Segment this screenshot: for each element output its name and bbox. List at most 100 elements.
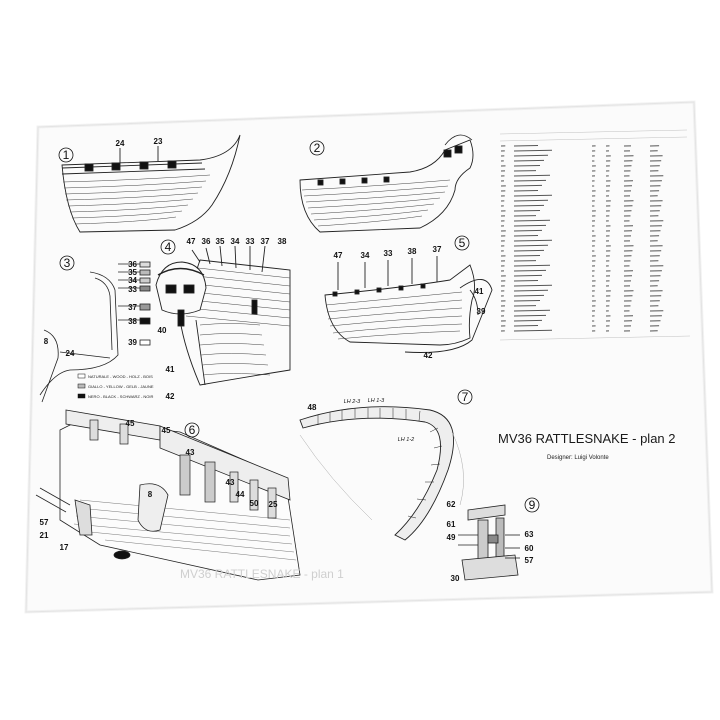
- figure-number-3: 3: [64, 256, 71, 270]
- table-row-mark: [513, 329, 553, 332]
- figure-2-labels: 2: [309, 140, 325, 156]
- table-row-mark: [513, 319, 543, 322]
- part-label: 43: [226, 478, 235, 487]
- part-label: 47: [187, 237, 196, 246]
- part-label: 44: [236, 490, 245, 499]
- table-row-mark: [513, 204, 545, 207]
- figure-1-labels: 1 24 23: [58, 137, 163, 163]
- part-label: 42: [424, 351, 433, 360]
- figure-4-stern-detail: [155, 245, 291, 386]
- part-label: 47: [334, 251, 343, 260]
- table-row-mark: [513, 199, 549, 202]
- part-label: 60: [525, 544, 534, 553]
- ghost-title: MV36 RATTLESNAKE - plan 1: [180, 567, 344, 581]
- part-label: 45: [126, 419, 135, 428]
- figure-number-2: 2: [314, 141, 321, 155]
- table-row-mark: [513, 274, 543, 277]
- part-label: 34: [128, 276, 137, 285]
- part-label: 48: [308, 403, 317, 412]
- parts-list-table: [499, 129, 691, 341]
- figure-number-7: 7: [462, 390, 469, 404]
- part-label: LH 1-2: [398, 437, 415, 443]
- legend-item: GIALLO - YELLOW - GELB - JAUNE: [88, 384, 154, 389]
- part-label: 23: [154, 137, 163, 146]
- part-label: 21: [40, 531, 49, 540]
- part-label: 24: [116, 139, 125, 148]
- part-label: 62: [447, 500, 456, 509]
- table-row-mark: [513, 325, 539, 327]
- figure-7-labels: 7 48 LH 2-3 LH 1-3 LH 1-2: [308, 389, 473, 443]
- table-row-mark: [513, 210, 541, 212]
- figure-5-labels: 5 47 34 33 38 37 41 39 42: [334, 235, 486, 360]
- figure-number-9: 9: [529, 498, 536, 512]
- table-row-mark: [513, 294, 545, 297]
- title-block: MV36 RATTLESNAKE - plan 2 Designer: Luig…: [498, 431, 676, 461]
- part-label: 35: [216, 237, 225, 246]
- part-label: 41: [166, 365, 175, 374]
- part-label: 38: [278, 237, 287, 246]
- table-row-mark: [513, 190, 539, 192]
- part-label: 63: [525, 530, 534, 539]
- table-row-mark: [513, 289, 549, 292]
- table-row-mark: [513, 149, 553, 152]
- part-label: 25: [269, 500, 278, 509]
- table-row-mark: [513, 179, 547, 182]
- table-row-mark: [513, 219, 551, 222]
- table-row-mark: [513, 165, 541, 167]
- part-label: 36: [202, 237, 211, 246]
- part-label: 42: [166, 392, 175, 401]
- table-row-mark: [513, 184, 543, 187]
- table-row-mark: [513, 255, 541, 257]
- part-label: 37: [128, 303, 137, 312]
- table-row-mark: [513, 159, 545, 162]
- part-label: 24: [66, 349, 75, 358]
- figure-1-stern-quarter: [61, 134, 241, 233]
- figure-6-deck-bulwark: [35, 409, 301, 581]
- figure-6-labels: 6 45 45 43 43 44 50 25 8 57 21 17: [40, 419, 278, 552]
- figure-number-5: 5: [459, 236, 466, 250]
- table-row-mark: [513, 264, 551, 267]
- table-row-mark: [513, 154, 549, 157]
- part-label: 49: [447, 533, 456, 542]
- color-legend: NATURALE - WOOD - HOLZ - BOIS GIALLO - Y…: [77, 373, 154, 399]
- table-row-mark: [513, 224, 547, 227]
- figure-number-6: 6: [189, 423, 196, 437]
- part-label: 8: [148, 490, 153, 499]
- part-label: 39: [128, 338, 137, 347]
- figure-9-bitt-assembly: [458, 504, 520, 581]
- figure-5-bow-profile: [324, 256, 493, 353]
- table-row-mark: [513, 235, 539, 237]
- part-label: 57: [40, 518, 49, 527]
- part-label: 40: [158, 326, 167, 335]
- part-label: 36: [128, 260, 137, 269]
- part-label: 43: [186, 448, 195, 457]
- table-row-mark: [513, 244, 549, 247]
- table-row-mark: [513, 269, 547, 272]
- table-row-mark: [513, 249, 545, 252]
- figure-7-frame-piece: [299, 406, 464, 541]
- table-row-mark: [513, 309, 551, 312]
- part-label: 30: [451, 574, 460, 583]
- part-label: LH 1-3: [368, 398, 385, 404]
- table-row-mark: [513, 145, 539, 147]
- part-label: 17: [60, 543, 69, 552]
- table-row-mark: [513, 284, 553, 287]
- part-label: 34: [361, 251, 370, 260]
- part-label: 50: [250, 499, 259, 508]
- table-row-mark: [513, 280, 539, 282]
- part-label: 33: [128, 285, 137, 294]
- figure-number-1: 1: [63, 148, 70, 162]
- part-label: 33: [384, 249, 393, 258]
- part-label: 41: [475, 287, 484, 296]
- part-label: 38: [408, 247, 417, 256]
- part-label: 37: [261, 237, 270, 246]
- figure-2-bow-quarter: [299, 134, 474, 233]
- part-label: 57: [525, 556, 534, 565]
- table-row-mark: [513, 174, 551, 177]
- plan-title: MV36 RATTLESNAKE - plan 2: [498, 431, 676, 446]
- legend-item: NATURALE - WOOD - HOLZ - BOIS: [88, 374, 153, 379]
- figure-3-labels: 3 36 35 34 33 37 38 39 8 24: [44, 255, 138, 358]
- table-row-mark: [513, 194, 553, 197]
- part-label: 33: [246, 237, 255, 246]
